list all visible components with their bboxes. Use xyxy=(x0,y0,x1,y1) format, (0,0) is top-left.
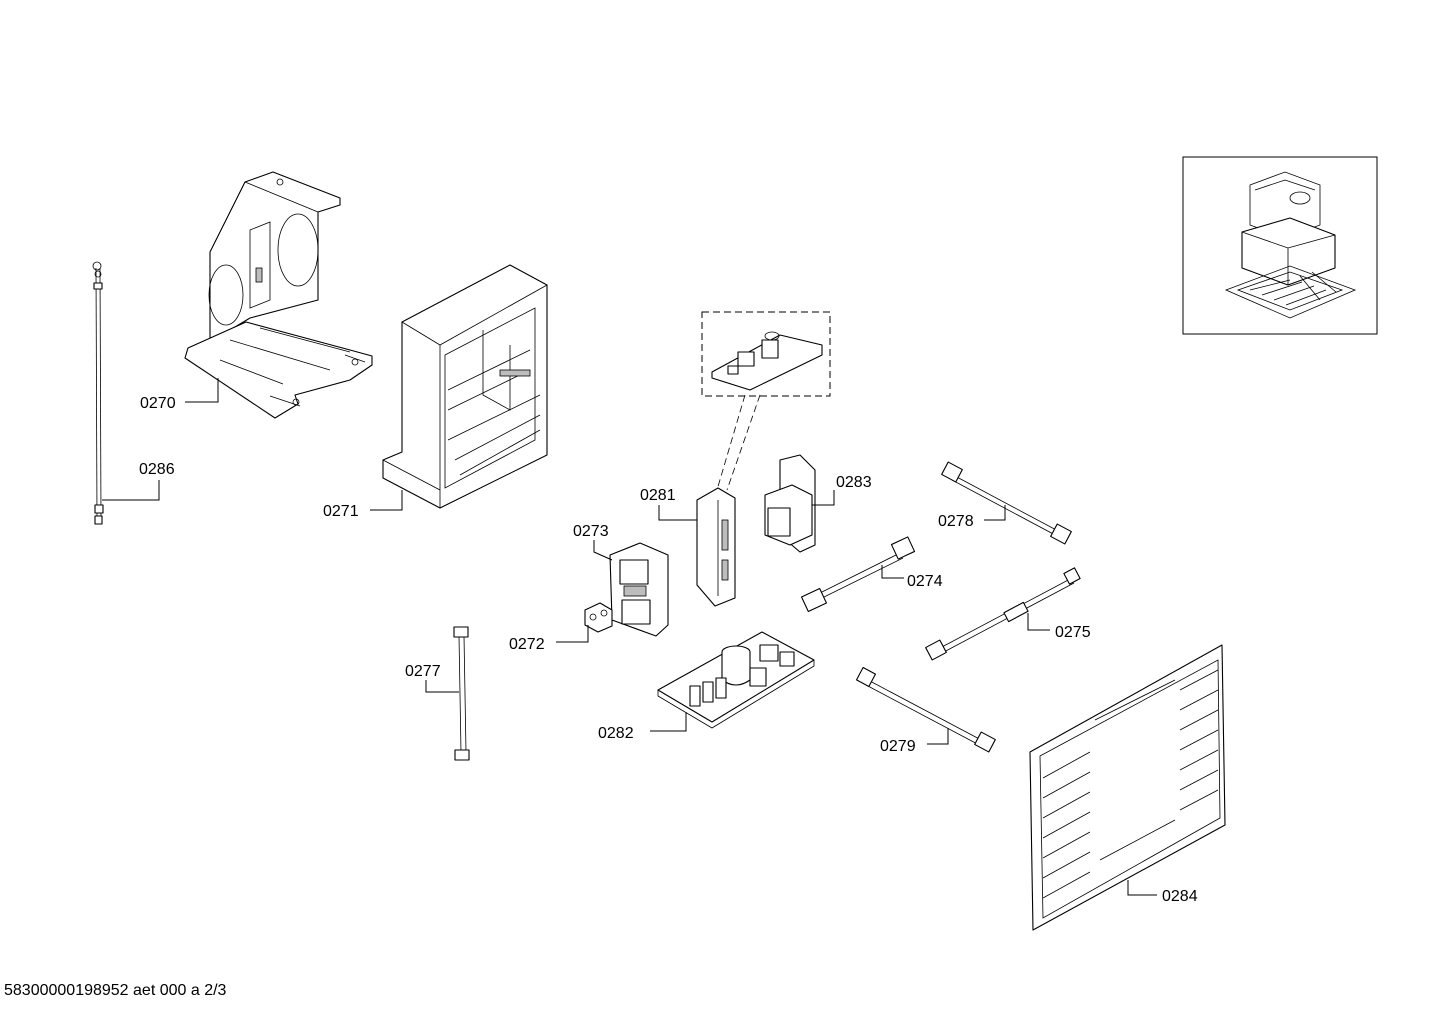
callout-0281: 0281 xyxy=(640,487,697,521)
callout-0284: 0284 xyxy=(1127,880,1198,905)
part-0273-relay-board xyxy=(609,542,669,637)
part-0275-cable xyxy=(925,567,1081,661)
part-0271-box-frame xyxy=(382,264,548,509)
callout-0278: 0278 xyxy=(938,505,1006,530)
callout-label: 0279 xyxy=(880,738,916,755)
part-0283-transformer xyxy=(764,454,816,553)
part-0277-cable xyxy=(453,626,470,761)
callout-label: 0283 xyxy=(836,474,872,491)
callout-label: 0271 xyxy=(323,503,359,520)
part-0282-power-board xyxy=(657,631,815,729)
callout-label: 0278 xyxy=(938,513,974,530)
callout-label: 0270 xyxy=(140,395,176,412)
callout-0279: 0279 xyxy=(880,728,949,755)
callout-0272: 0272 xyxy=(509,625,589,653)
callout-label: 0286 xyxy=(139,461,175,478)
callout-0270: 0270 xyxy=(140,378,219,412)
callout-0273: 0273 xyxy=(573,523,613,561)
part-0284-grille-panel xyxy=(1029,644,1226,931)
callout-0275: 0275 xyxy=(1027,613,1091,641)
callout-label: 0274 xyxy=(907,573,943,590)
callout-0283: 0283 xyxy=(812,474,872,506)
part-0286-wire xyxy=(92,261,104,525)
document-id: 58300000198952 aet 000 a 2/3 xyxy=(4,982,227,999)
callout-0274: 0274 xyxy=(881,565,943,590)
part-0281-detail-inset xyxy=(701,311,831,491)
callout-label: 0277 xyxy=(405,663,441,680)
callout-0282: 0282 xyxy=(598,712,687,742)
callout-label: 0284 xyxy=(1162,888,1198,905)
part-0274-cable xyxy=(801,536,916,613)
callout-0277: 0277 xyxy=(405,663,459,693)
part-0270-bracket xyxy=(184,171,373,419)
part-0278-cable xyxy=(941,461,1072,545)
callout-0271: 0271 xyxy=(323,490,403,520)
callout-0286: 0286 xyxy=(102,461,175,501)
callout-label: 0272 xyxy=(509,636,545,653)
callout-label: 0282 xyxy=(598,725,634,742)
overview-thumbnail xyxy=(1182,156,1378,335)
callouts: 0270 0286 0271 0281 0283 0278 0273 0274 xyxy=(102,378,1198,905)
part-0279-cable xyxy=(855,666,996,753)
part-0281-board xyxy=(696,487,736,607)
callout-label: 0273 xyxy=(573,523,609,540)
callout-label: 0281 xyxy=(640,487,676,504)
callout-label: 0275 xyxy=(1055,624,1091,641)
part-0272-clip xyxy=(584,602,613,633)
